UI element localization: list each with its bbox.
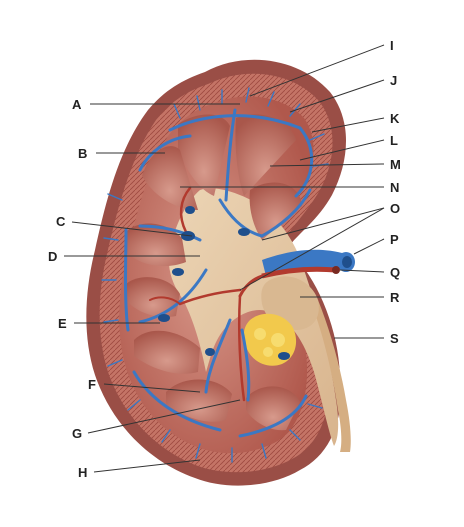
minor-calyx: [158, 314, 170, 322]
interlobar-vein: [138, 268, 208, 324]
renal-pyramid: [249, 182, 302, 240]
interlobar-vein: [138, 224, 202, 242]
leader-line-j: [289, 79, 385, 113]
renal-pyramid: [235, 114, 296, 196]
label-b: B: [78, 146, 87, 161]
fat-lobule: [271, 333, 285, 347]
interlobar-vein: [240, 328, 251, 402]
label-s: S: [390, 331, 399, 346]
leader-line-l: [299, 139, 385, 161]
label-m: M: [390, 157, 401, 172]
figure-labels: A B C D E F G H I J K L M N O P Q R S: [48, 38, 401, 480]
arcuate-vein: [294, 126, 314, 198]
interlobar-vein: [204, 318, 232, 394]
segmental-artery: [238, 274, 264, 298]
leader-line-o2: [239, 207, 385, 291]
leader-line-p: [353, 238, 385, 255]
label-f: F: [88, 377, 96, 392]
minor-calyx: [278, 352, 290, 360]
renal-artery: [261, 266, 340, 279]
label-j: J: [390, 73, 397, 88]
label-h: H: [78, 465, 87, 480]
renal-pyramid: [126, 223, 186, 267]
leader-line-k: [311, 117, 385, 133]
label-i: I: [390, 38, 394, 53]
arcuate-vein: [138, 134, 192, 172]
label-d: D: [48, 249, 57, 264]
interlobar-vein: [218, 198, 264, 238]
label-q: Q: [390, 265, 400, 280]
leader-line-f: [103, 383, 201, 393]
minor-calyx: [238, 228, 250, 236]
leader-line-g: [87, 399, 241, 434]
arcuate-vein: [124, 228, 130, 332]
interlobar-artery: [237, 294, 246, 402]
label-r: R: [390, 290, 400, 305]
renal-pyramid: [178, 114, 230, 196]
leader-lines: [64, 44, 385, 473]
renal-pyramid: [126, 277, 180, 318]
fat-lobule: [263, 347, 273, 357]
cortical-radiate-veins: [101, 193, 323, 463]
renal-pyramid: [134, 330, 200, 374]
renal-pyramid: [142, 146, 198, 210]
ureter: [310, 300, 351, 452]
arcuate-vein: [168, 114, 302, 132]
label-n: N: [390, 180, 399, 195]
label-p: P: [390, 232, 399, 247]
leader-line-i: [249, 44, 385, 97]
label-g: G: [72, 426, 82, 441]
fat-lobule: [254, 328, 266, 340]
label-a: A: [72, 97, 82, 112]
leader-line-c: [71, 221, 193, 237]
arteries: [149, 186, 264, 402]
minor-calyx: [185, 206, 195, 214]
leader-line-h: [93, 459, 201, 473]
label-c: C: [56, 214, 66, 229]
minor-calyx: [172, 268, 184, 276]
label-o: O: [390, 201, 400, 216]
minor-calyx: [205, 348, 215, 356]
leader-line-q: [339, 269, 385, 273]
leader-line-m: [269, 163, 385, 167]
leader-line-o1: [261, 207, 385, 241]
arcuate-vein: [238, 394, 308, 438]
label-e: E: [58, 316, 67, 331]
interlobar-vein: [260, 188, 312, 238]
renal-pyramids: [126, 114, 302, 431]
interlobar-artery: [149, 296, 181, 305]
arcuate-vein: [132, 370, 222, 432]
label-k: K: [390, 111, 400, 126]
interlobar-artery: [179, 186, 192, 234]
label-l: L: [390, 133, 398, 148]
interlobar-vein: [224, 108, 237, 202]
interlobar-artery: [178, 288, 242, 306]
